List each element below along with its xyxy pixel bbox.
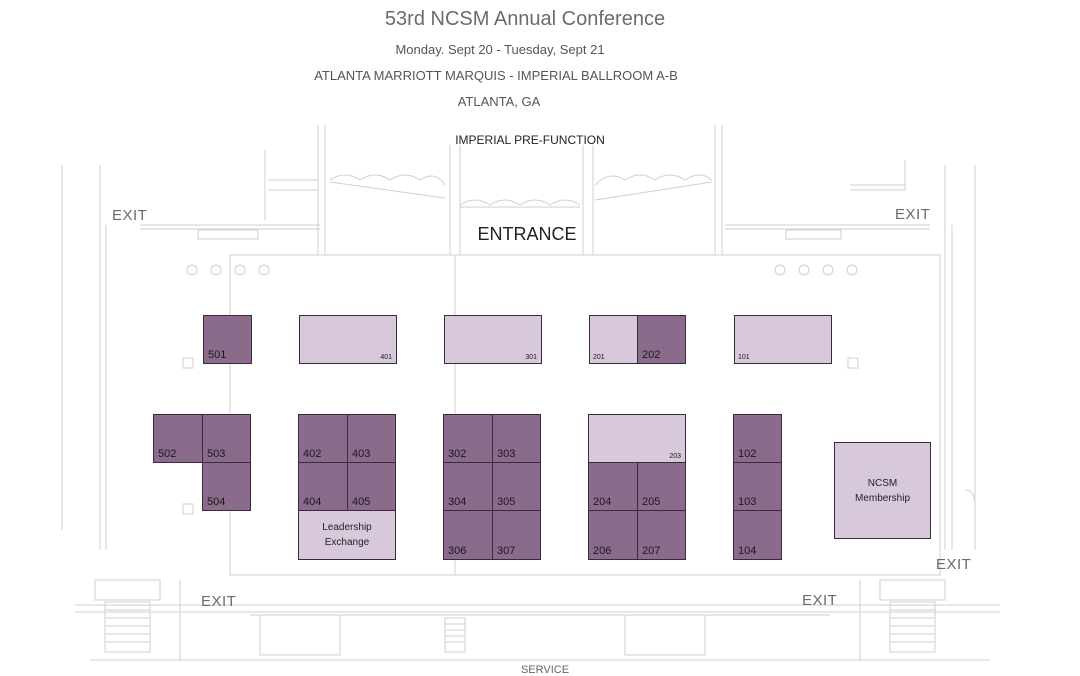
booth-503[interactable]: 503 — [202, 414, 251, 463]
booth-number: 404 — [303, 496, 322, 508]
booth-label: Leadership Exchange — [299, 520, 395, 550]
booth-number: 204 — [593, 496, 612, 508]
booth-number: 304 — [448, 496, 467, 508]
booth-404[interactable]: 404 — [298, 462, 348, 511]
booth-number: 102 — [738, 448, 757, 460]
booth-103[interactable]: 103 — [733, 462, 782, 511]
booth-number: 303 — [497, 448, 516, 460]
booth-number: 302 — [448, 448, 467, 460]
booth-label-line1: Leadership — [322, 522, 372, 533]
booth-number: 502 — [158, 448, 177, 460]
booth-number: 402 — [303, 448, 322, 460]
booth-number: 103 — [738, 496, 757, 508]
booth-number: 503 — [207, 448, 226, 460]
booth-label-line2: Exchange — [324, 537, 370, 548]
booth-202[interactable]: 202 — [637, 315, 686, 364]
booth-number: 201 — [593, 354, 605, 361]
service-label: SERVICE — [520, 664, 570, 676]
booth-405[interactable]: 405 — [347, 462, 396, 511]
entrance-label: ENTRANCE — [477, 224, 577, 244]
venue-city: ATLANTA, GA — [457, 94, 541, 109]
booth-label-line2: Membership — [854, 492, 911, 504]
page-title: 53rd NCSM Annual Conference — [384, 8, 666, 30]
prefunction-label: IMPERIAL PRE-FUNCTION — [455, 133, 605, 147]
exit-label-bottom-mid-right: EXIT — [802, 592, 838, 609]
booth-number: 104 — [738, 545, 757, 557]
booth-ncsm-membership[interactable]: NCSM Membership — [834, 442, 931, 539]
booth-number: 301 — [525, 354, 537, 361]
booth-303[interactable]: 303 — [492, 414, 541, 463]
booth-205[interactable]: 205 — [637, 462, 686, 511]
booth-104[interactable]: 104 — [733, 510, 782, 560]
booth-304[interactable]: 304 — [443, 462, 493, 511]
event-dates: Monday. Sept 20 - Tuesday, Sept 21 — [395, 42, 605, 57]
booth-307[interactable]: 307 — [492, 510, 541, 560]
booth-306[interactable]: 306 — [443, 510, 493, 560]
booth-leadership-exchange[interactable]: Leadership Exchange — [298, 510, 396, 560]
booth-number: 305 — [497, 496, 516, 508]
exit-label-right: EXIT — [936, 556, 972, 573]
booth-number: 207 — [642, 545, 661, 557]
exit-label-top-left: EXIT — [112, 207, 148, 224]
booth-number: 504 — [207, 496, 226, 508]
booth-101[interactable]: 101 — [734, 315, 832, 364]
booth-number: 401 — [380, 354, 392, 361]
booth-102[interactable]: 102 — [733, 414, 782, 463]
booth-number: 101 — [738, 354, 750, 361]
booth-number: 405 — [352, 496, 371, 508]
booth-207[interactable]: 207 — [637, 510, 686, 560]
booth-504[interactable]: 504 — [202, 462, 251, 511]
booth-number: 205 — [642, 496, 661, 508]
booth-204[interactable]: 204 — [588, 462, 638, 511]
booth-305[interactable]: 305 — [492, 462, 541, 511]
booth-number: 202 — [642, 349, 661, 361]
booth-number: 307 — [497, 545, 516, 557]
exit-label-top-right: EXIT — [895, 206, 931, 223]
booth-206[interactable]: 206 — [588, 510, 638, 560]
booth-203[interactable]: 203 — [588, 414, 686, 463]
exit-label-bottom-left: EXIT — [201, 593, 237, 610]
booth-label-line1: NCSM — [867, 477, 898, 489]
booth-number: 203 — [669, 453, 681, 460]
booth-502[interactable]: 502 — [153, 414, 203, 463]
booth-402[interactable]: 402 — [298, 414, 348, 463]
booth-number: 501 — [208, 349, 227, 361]
booth-501[interactable]: 501 — [203, 315, 252, 364]
booth-301[interactable]: 301 — [444, 315, 542, 364]
booth-401[interactable]: 401 — [299, 315, 397, 364]
booth-403[interactable]: 403 — [347, 414, 396, 463]
booth-302[interactable]: 302 — [443, 414, 493, 463]
booth-number: 403 — [352, 448, 371, 460]
booth-201[interactable]: 201 — [589, 315, 638, 364]
venue-name: ATLANTA MARRIOTT MARQUIS - IMPERIAL BALL… — [314, 68, 678, 83]
booth-label: NCSM Membership — [835, 476, 930, 506]
booth-number: 306 — [448, 545, 467, 557]
booth-number: 206 — [593, 545, 612, 557]
